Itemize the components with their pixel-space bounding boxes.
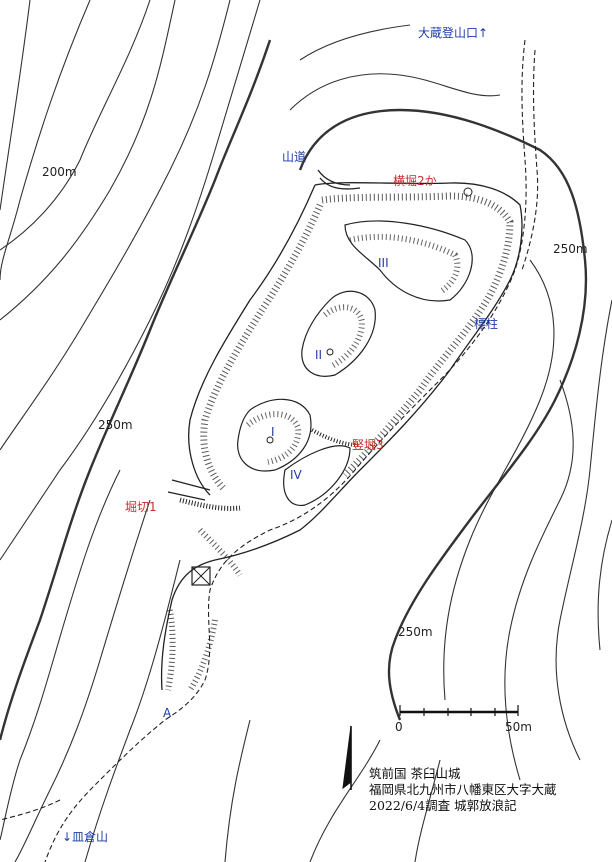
- road-label: 山道: [282, 150, 307, 164]
- scale-start-label: 0: [395, 720, 403, 734]
- scale-bar: [399, 705, 519, 716]
- map-info-block: 筑前国 茶臼山城 福岡県北九州市八幡東区大字大蔵 2022/6/4調査 城郭放浪…: [369, 766, 557, 814]
- contour-label-250-left: 250m: [98, 418, 133, 432]
- enclosure-2-label: II: [315, 348, 323, 362]
- contour-label-200: 200m: [42, 165, 77, 179]
- castle-address: 福岡県北九州市八幡東区大字大蔵: [369, 782, 557, 797]
- castle-title: 筑前国 茶臼山城: [369, 766, 461, 781]
- trail-north-label: 大蔵登山口↑: [418, 26, 489, 40]
- point-a-label: A: [163, 706, 172, 720]
- enclosure-1-label: I: [271, 425, 275, 439]
- enclosure-4-label: IV: [290, 468, 302, 482]
- enclosure-3-label: III: [378, 256, 389, 270]
- trails: [0, 39, 539, 862]
- marker-post-label: 標柱: [474, 317, 499, 331]
- trail-south-label: ↓皿倉山: [62, 830, 109, 844]
- castle-earthworks: [160, 169, 523, 692]
- survey-note: 2022/6/4調査 城郭放浪記: [369, 798, 517, 813]
- contour-label-250-bottom: 250m: [398, 625, 433, 639]
- north-arrow-icon: [342, 725, 352, 790]
- contour-label-250-right: 250m: [553, 242, 588, 256]
- scale-end-label: 50m: [505, 720, 532, 734]
- horizontal-moat-label: 横堀2か: [393, 174, 437, 188]
- moat-cut-1-label: 堀切1: [125, 500, 157, 514]
- vertical-moat-label: 竪堀3: [352, 438, 384, 452]
